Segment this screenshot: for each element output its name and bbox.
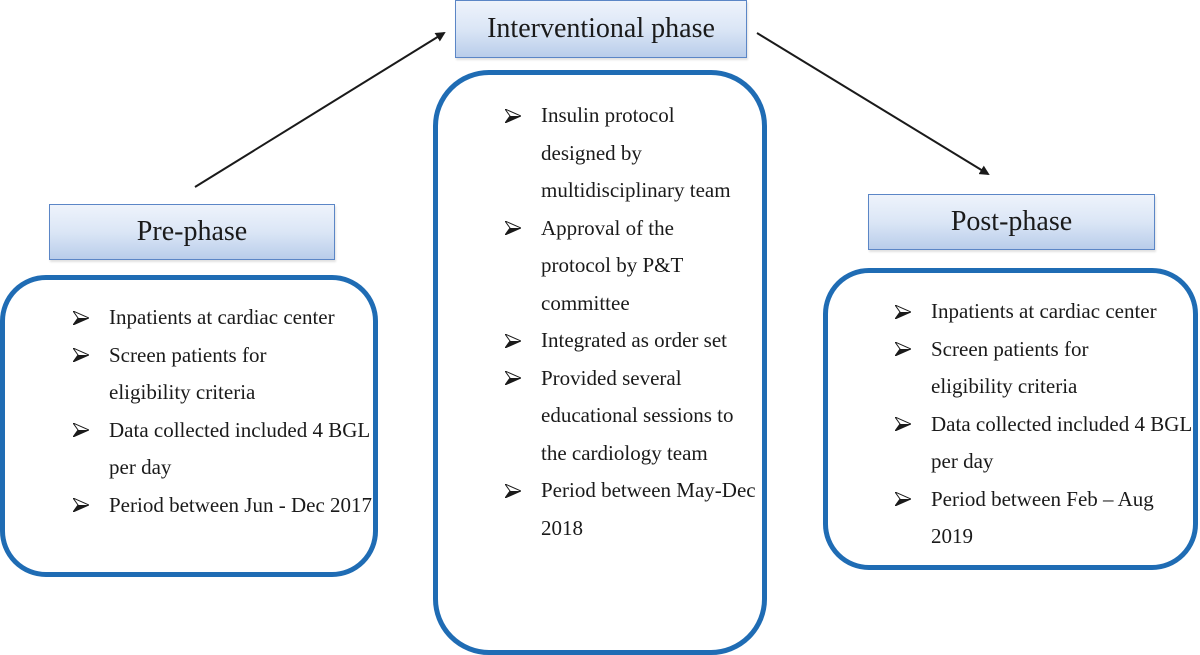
list-item: Data collected included 4 BGL per day <box>73 412 379 487</box>
arrow-interventional-to-post <box>756 32 990 176</box>
post-phase-title: Post-phase <box>868 194 1155 250</box>
arrow-pre-to-interventional <box>194 31 446 188</box>
arrow-bullet-icon <box>73 299 93 337</box>
arrow-bullet-icon <box>895 481 915 519</box>
list-item: Screen patients for eligibility criteria <box>895 331 1161 406</box>
arrow-bullet-icon <box>505 360 525 398</box>
arrow-bullet-icon <box>505 210 525 248</box>
pre-phase-title: Pre-phase <box>49 204 335 260</box>
interventional-phase-title-text: Interventional phase <box>487 13 715 44</box>
list-item: Screen patients for eligibility criteria <box>73 337 339 412</box>
arrow-bullet-icon <box>505 322 525 360</box>
pre-phase-title-text: Pre-phase <box>136 216 248 247</box>
interventional-phase-box: Insulin protocol designed by multidiscip… <box>433 70 767 655</box>
post-phase-list: Inpatients at cardiac center Screen pati… <box>895 293 1200 556</box>
list-item: Provided several educational sessions to… <box>505 360 761 473</box>
list-item: Insulin protocol designed by multidiscip… <box>505 97 741 210</box>
list-item: Period between May-Dec 2018 <box>505 472 771 547</box>
arrow-bullet-icon <box>73 412 93 450</box>
list-item: Inpatients at cardiac center <box>895 293 1200 331</box>
post-phase-box: Inpatients at cardiac center Screen pati… <box>823 268 1198 570</box>
list-item: Integrated as order set <box>505 322 781 360</box>
arrow-bullet-icon <box>73 487 93 525</box>
list-item: Inpatients at cardiac center <box>73 299 389 337</box>
interventional-phase-list: Insulin protocol designed by multidiscip… <box>505 97 781 547</box>
pre-phase-box: Inpatients at cardiac center Screen pati… <box>0 275 378 577</box>
arrow-bullet-icon <box>73 337 93 375</box>
list-item: Approval of the protocol by P&T committe… <box>505 210 741 323</box>
interventional-phase-title: Interventional phase <box>455 0 747 58</box>
list-item: Period between Jun - Dec 2017 <box>73 487 379 525</box>
arrow-bullet-icon <box>895 331 915 369</box>
pre-phase-list: Inpatients at cardiac center Screen pati… <box>73 299 389 524</box>
list-item: Data collected included 4 BGL per day <box>895 406 1200 481</box>
list-item: Period between Feb – Aug 2019 <box>895 481 1200 556</box>
arrow-bullet-icon <box>895 293 915 331</box>
arrow-bullet-icon <box>895 406 915 444</box>
arrow-bullet-icon <box>505 97 525 135</box>
arrow-bullet-icon <box>505 472 525 510</box>
post-phase-title-text: Post-phase <box>950 206 1073 237</box>
